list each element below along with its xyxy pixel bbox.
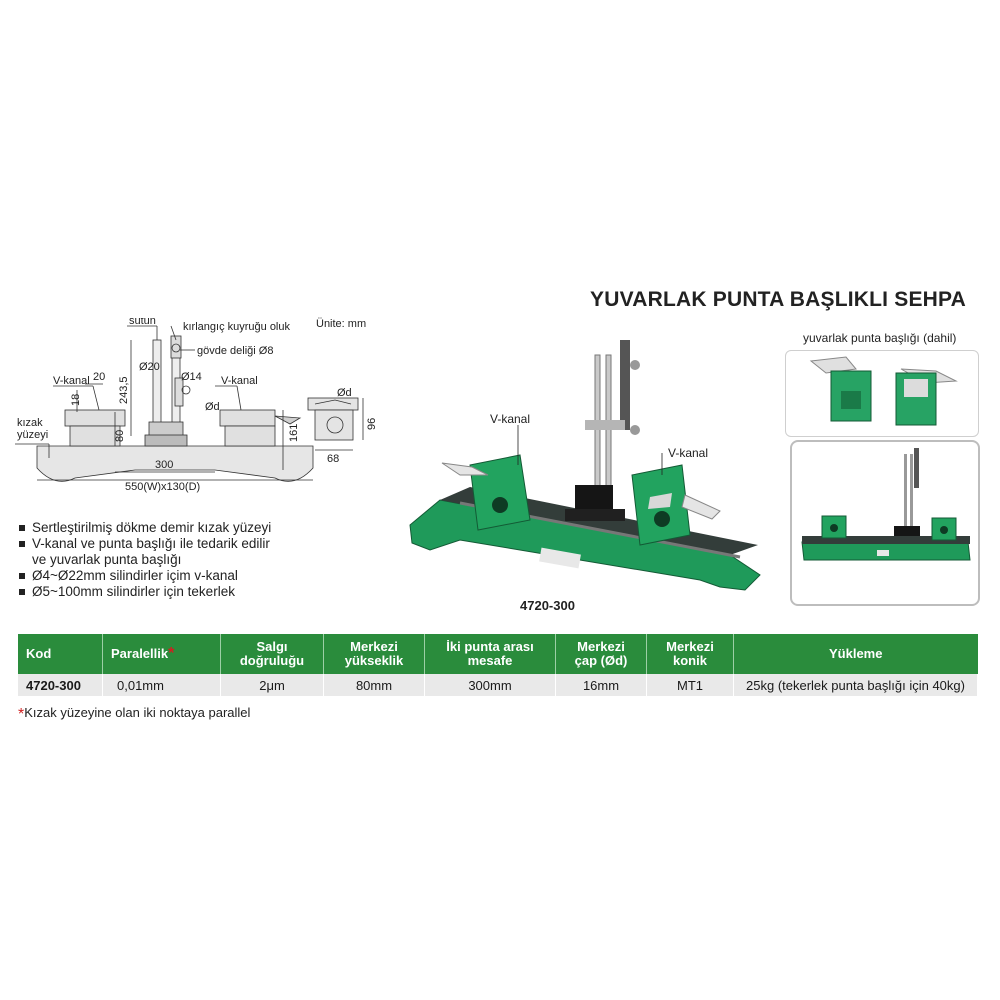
table-row: 4720-300 0,01mm 2μm 80mm 300mm 16mm MT1 …	[18, 674, 978, 696]
cell-center-height: 80mm	[323, 674, 425, 696]
accessory-label: yuvarlak punta başlığı (dahil)	[803, 331, 957, 345]
technical-drawing: sütun kırlangıç kuyruğu oluk gövde deliğ…	[15, 318, 378, 493]
accessory-photo	[785, 350, 979, 437]
product-vchannel-left: V-kanal	[490, 412, 530, 426]
label-vchannel-left: V-kanal	[53, 375, 90, 387]
label-d14: Ø14	[181, 371, 202, 383]
cell-distance: 300mm	[424, 674, 556, 696]
label-dim-base: 550(W)x130(D)	[125, 481, 200, 493]
product-image: V-kanal V-kanal	[409, 340, 761, 591]
page-title: YUVARLAK PUNTA BAŞLIKLI SEHPA	[590, 288, 967, 311]
feature-item-continued: ve yuvarlak punta başlığı	[32, 552, 182, 567]
label-dim-300: 300	[155, 459, 173, 471]
cell-parallel: 0,01mm	[102, 674, 221, 696]
footnote-text: Kızak yüzeyine olan iki noktaya parallel	[24, 705, 251, 720]
feature-item: Ø5~100mm silindirler için tekerlek	[18, 584, 271, 600]
label-dim-68: 68	[327, 453, 339, 465]
footnote-mark: *	[18, 706, 25, 723]
label-vchannel-right: V-kanal	[221, 375, 258, 387]
cell-center-taper: MT1	[646, 674, 734, 696]
label-dd-mid: Ød	[205, 401, 220, 413]
cell-load: 25kg (tekerlek punta başlığı için 40kg)	[733, 674, 978, 696]
feature-item: V-kanal ve punta başlığı ile tedarik edi…	[18, 536, 271, 552]
feature-item: Sertleştirilmiş dökme demir kızak yüzeyi	[18, 520, 271, 536]
cell-center-diameter: 16mm	[555, 674, 647, 696]
label-dim-18: 18	[70, 394, 82, 406]
label-dim-96: 96	[366, 418, 378, 430]
feature-list: Sertleştirilmiş dökme demir kızak yüzeyi…	[18, 520, 271, 600]
cell-runout: 2μm	[220, 674, 324, 696]
cell-code: 4720-300	[18, 674, 103, 696]
label-dd-side: Ød	[337, 387, 352, 399]
label-column: sütun	[129, 318, 156, 327]
footnote: *Kızak yüzeyine olan iki noktaya paralle…	[18, 704, 251, 723]
label-d20: Ø20	[139, 361, 160, 373]
label-dovetail: kırlangıç kuyruğu oluk	[183, 321, 290, 333]
asterisk-mark: *	[168, 645, 175, 662]
label-dim-161: 161	[288, 424, 300, 442]
label-dim-243-5: 243,5	[118, 376, 130, 404]
label-slide-surface-1: kızak	[17, 417, 43, 429]
label-dim-80: 80	[114, 430, 126, 442]
label-slide-surface-2: yüzeyi	[17, 429, 48, 441]
round-center-head-image	[809, 356, 958, 426]
unit-note: Ünite: mm	[316, 318, 367, 330]
product-vchannel-right: V-kanal	[668, 446, 708, 460]
header-parallel: Paralellik*	[102, 634, 221, 674]
assembled-photo	[790, 440, 980, 606]
label-body-hole: gövde deliği Ø8	[197, 345, 273, 357]
label-dim-20: 20	[93, 371, 105, 383]
header-code: Kod	[18, 634, 103, 674]
product-model: 4720-300	[520, 598, 575, 613]
assembled-stand-image	[801, 448, 971, 561]
feature-item: Ø4~Ø22mm silindirler içim v-kanal	[18, 568, 271, 584]
header-load: Yükleme	[733, 634, 978, 674]
